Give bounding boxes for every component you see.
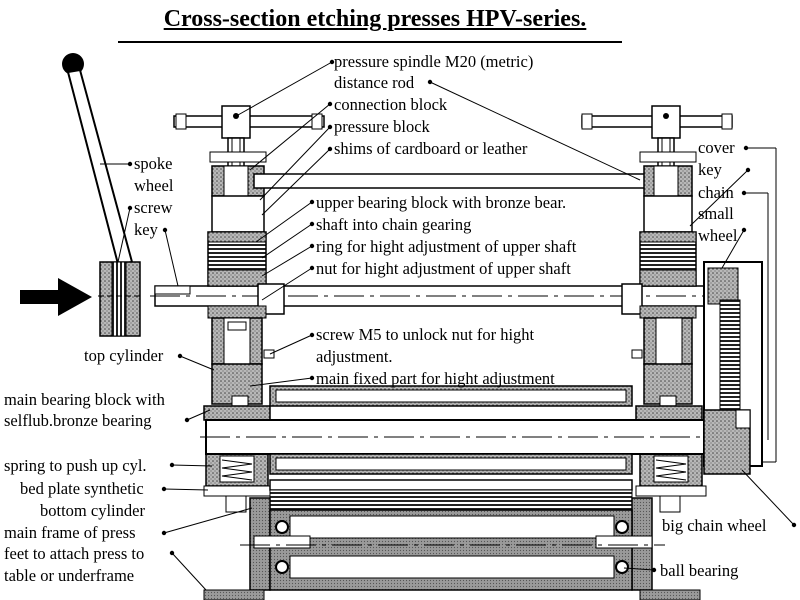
label-shims: shims of cardboard or leather (334, 139, 528, 158)
label-connection-block: connection block (334, 95, 448, 114)
label-wheel-right: wheel (698, 226, 738, 245)
label-upper-bearing-block: upper bearing block with bronze bear. (316, 193, 567, 212)
label-feet-line1: feet to attach press to (4, 544, 145, 563)
label-top-cylinder: top cylinder (84, 346, 164, 365)
leader-lines (100, 61, 795, 591)
label-screw-m5-line2: adjustment. (316, 347, 393, 366)
label-spoke: spoke (134, 154, 173, 173)
page-title: Cross-section etching presses HPV-series… (163, 6, 587, 32)
chain-drive (703, 261, 763, 475)
label-chain: chain (698, 183, 734, 202)
label-ring-height: ring for hight adjustment of upper shaft (316, 237, 577, 256)
label-bed-plate: bed plate synthetic (20, 479, 144, 498)
hub-wheel (98, 261, 142, 337)
label-wheel: wheel (134, 176, 174, 195)
label-key-right: key (698, 160, 722, 179)
label-main-fixed-part: main fixed part for hight adjustment (316, 369, 555, 388)
main-frame (203, 497, 701, 600)
label-main-bearing-line2: selflub.bronze bearing (4, 411, 152, 430)
label-feet-line2: table or underframe (4, 566, 135, 585)
left-column (173, 105, 325, 513)
direction-arrow-icon (20, 278, 92, 316)
label-screw-m5-line1: screw M5 to unlock nut for hight (316, 325, 535, 344)
distance-rod (253, 173, 651, 189)
label-ball-bearing: ball bearing (660, 561, 739, 580)
leader-dots (127, 59, 797, 573)
spoke-handle (62, 53, 134, 266)
right-column (581, 105, 733, 513)
label-shaft-chain: shaft into chain gearing (316, 215, 472, 234)
label-main-bearing-line1: main bearing block with (4, 390, 165, 409)
label-key-left: key (134, 220, 158, 239)
label-big-chain-wheel: big chain wheel (662, 516, 767, 535)
label-distance-rod: distance rod (334, 73, 415, 92)
label-screw: screw (134, 198, 173, 217)
upper-shaft (150, 285, 750, 307)
label-main-frame: main frame of press (4, 523, 136, 542)
bed-plate (269, 479, 633, 511)
top-cylinder (200, 385, 760, 475)
label-spring: spring to push up cyl. (4, 456, 147, 475)
label-pressure-spindle: pressure spindle M20 (metric) (334, 52, 534, 71)
label-cover: cover (698, 138, 735, 157)
label-bottom-cylinder: bottom cylinder (40, 501, 145, 520)
label-small: small (698, 204, 734, 223)
label-nut-height: nut for hight adjustment of upper shaft (316, 259, 571, 278)
label-pressure-block: pressure block (334, 117, 430, 136)
